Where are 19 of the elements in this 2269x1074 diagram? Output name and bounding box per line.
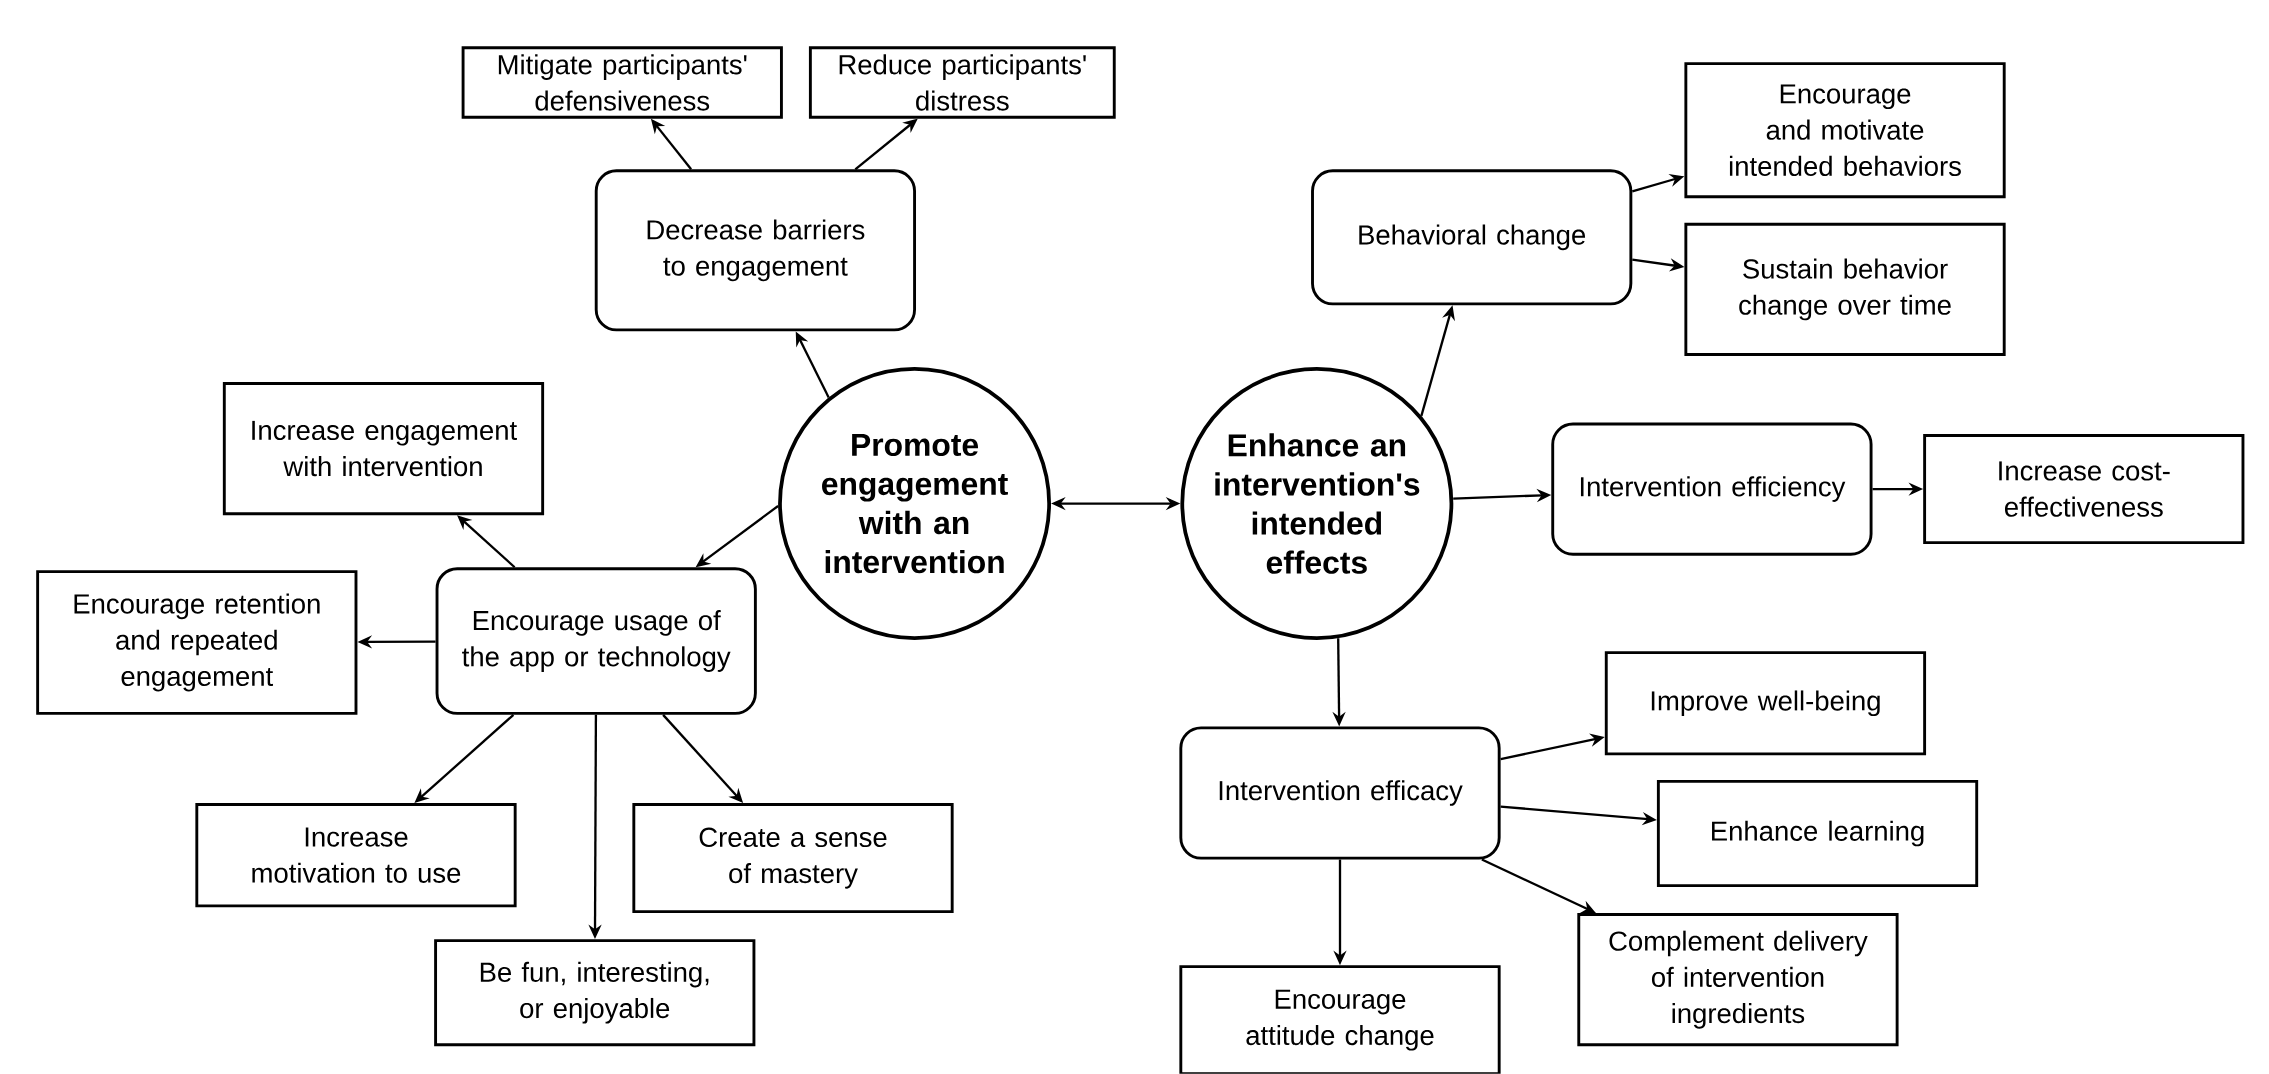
outcome-box: Increase motivation to use [195, 803, 517, 908]
category-box: Decrease barriers to engagement [594, 169, 916, 332]
outcome-box: Be fun, interesting, or enjoyable [434, 939, 756, 1047]
outcome-box: Sustain behavior change over time [1684, 222, 2006, 357]
category-box: Intervention efficiency [1551, 422, 1873, 556]
outcome-box: Increase engagement with intervention [222, 382, 545, 516]
outcome-box: Create a sense of mastery [632, 803, 954, 914]
outcome-box: Reduce participants' distress [808, 46, 1116, 119]
outcome-box: Improve well-being [1604, 651, 1927, 756]
category-box: Behavioral change [1311, 169, 1633, 306]
category-box: Intervention efficacy [1179, 726, 1501, 860]
outcome-box: Increase cost-effectiveness [1923, 434, 2245, 545]
outcome-box: Complement delivery of intervention ingredients [1577, 913, 1899, 1047]
outcome-box: Encourage attitude change [1179, 965, 1501, 1074]
category-box: Encourage usage of the app or technology [435, 567, 757, 715]
outcome-box: Enhance learning [1656, 780, 1979, 888]
outcome-box: Mitigate participants' defensiveness [461, 46, 783, 119]
outcome-box: Encourage retention and repeated engagement [36, 570, 358, 715]
outcome-box: Encourage and motivate intended behaviors [1684, 62, 2006, 199]
